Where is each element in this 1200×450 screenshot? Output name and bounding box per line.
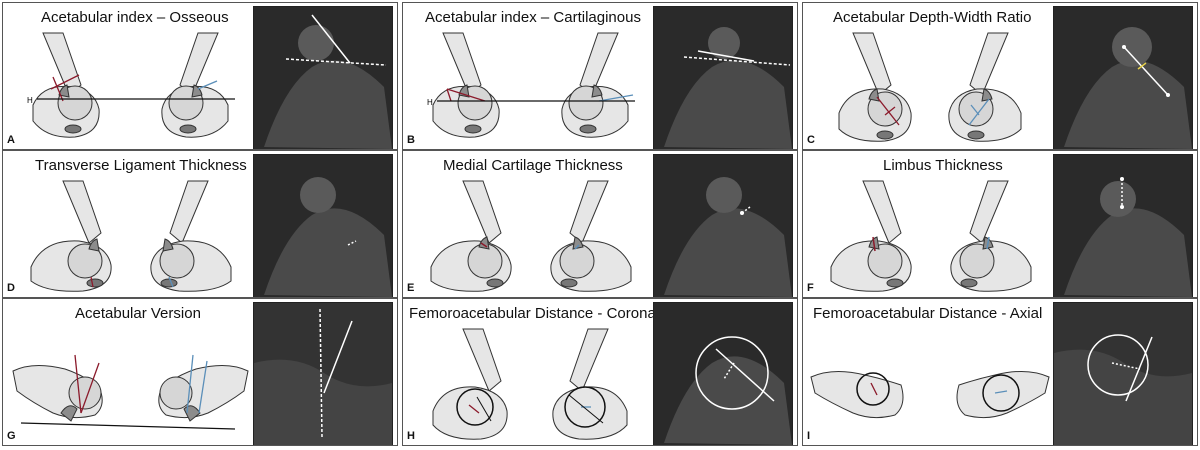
left-hip-schematic xyxy=(30,180,112,292)
hip-diagram xyxy=(430,180,632,292)
axis-label: H xyxy=(427,98,433,107)
panel-letter: B xyxy=(407,134,415,146)
right-axial-schematic xyxy=(158,354,249,422)
left-hip-schematic xyxy=(432,328,508,440)
right-hip-schematic xyxy=(150,180,232,292)
left-hip-schematic xyxy=(432,32,500,138)
left-hip-schematic xyxy=(32,32,100,138)
left-hip-schematic xyxy=(430,180,512,292)
mri-image xyxy=(1053,302,1193,445)
mri-image xyxy=(253,154,393,297)
panel-d: Transverse Ligament Thickness D xyxy=(2,150,398,298)
mri-image xyxy=(253,6,393,149)
right-hip-schematic xyxy=(552,328,628,440)
left-hip-schematic xyxy=(830,180,912,292)
panel-letter: I xyxy=(807,430,811,442)
right-axial-schematic xyxy=(956,371,1050,419)
mri-image xyxy=(1053,6,1193,149)
hip-diagram xyxy=(432,328,628,440)
panel-title: Acetabular index – Osseous xyxy=(41,9,229,26)
right-hip-schematic xyxy=(550,180,632,292)
left-axial-schematic xyxy=(810,371,904,419)
panel-letter: C xyxy=(807,134,815,146)
panel-letter: D xyxy=(7,282,15,294)
panel-title: Femoroacetabular Distance - Axial xyxy=(813,305,1043,322)
reference-line xyxy=(20,422,236,430)
panel-i: Femoroacetabular Distance - Axial I xyxy=(802,298,1198,446)
right-hip-schematic xyxy=(950,180,1032,292)
panel-title: Femoroacetabular Distance - Coronal xyxy=(409,305,660,322)
panel-c: Acetabular Depth-Width Ratio xyxy=(802,2,1198,150)
panel-f: Limbus Thickness F xyxy=(802,150,1198,298)
left-axial-schematic xyxy=(12,354,103,422)
panel-g: Acetabular Version G xyxy=(2,298,398,446)
mri-image xyxy=(1053,154,1193,297)
mri-image xyxy=(653,154,793,297)
panel-letter: E xyxy=(407,282,415,294)
mri-image xyxy=(653,6,793,149)
panel-letter: F xyxy=(807,282,814,294)
hip-diagram xyxy=(12,354,249,430)
panel-title: Acetabular index – Cartilaginous xyxy=(425,9,641,26)
panel-title: Acetabular Depth-Width Ratio xyxy=(833,9,1032,26)
hip-diagram xyxy=(810,371,1050,419)
hip-diagram: H xyxy=(27,32,235,138)
hip-diagram xyxy=(838,32,1022,142)
right-hip-schematic xyxy=(948,32,1022,142)
panel-letter: H xyxy=(407,430,415,442)
panel-e: Medial Cartilage Thickness E xyxy=(402,150,798,298)
hip-diagram xyxy=(30,180,232,292)
panel-title: Medial Cartilage Thickness xyxy=(443,157,623,174)
hip-diagram: H xyxy=(427,32,635,138)
panel-letter: A xyxy=(7,134,15,146)
panel-h: Femoroacetabular Distance - Coronal H xyxy=(402,298,798,446)
left-hip-schematic xyxy=(838,32,912,142)
axis-label: H xyxy=(27,96,33,105)
mri-image xyxy=(253,302,393,445)
panel-title: Transverse Ligament Thickness xyxy=(35,157,247,174)
panel-b: Acetabular index – Cartilaginous H xyxy=(402,2,798,150)
panel-title: Acetabular Version xyxy=(75,305,201,322)
panel-letter: G xyxy=(7,430,16,442)
hip-diagram xyxy=(830,180,1032,292)
right-hip-schematic xyxy=(561,32,634,138)
panel-title: Limbus Thickness xyxy=(883,157,1003,174)
panel-a: Acetabular index – Osseous H xyxy=(2,2,398,150)
mri-image xyxy=(653,302,793,445)
right-hip-schematic xyxy=(161,32,229,138)
